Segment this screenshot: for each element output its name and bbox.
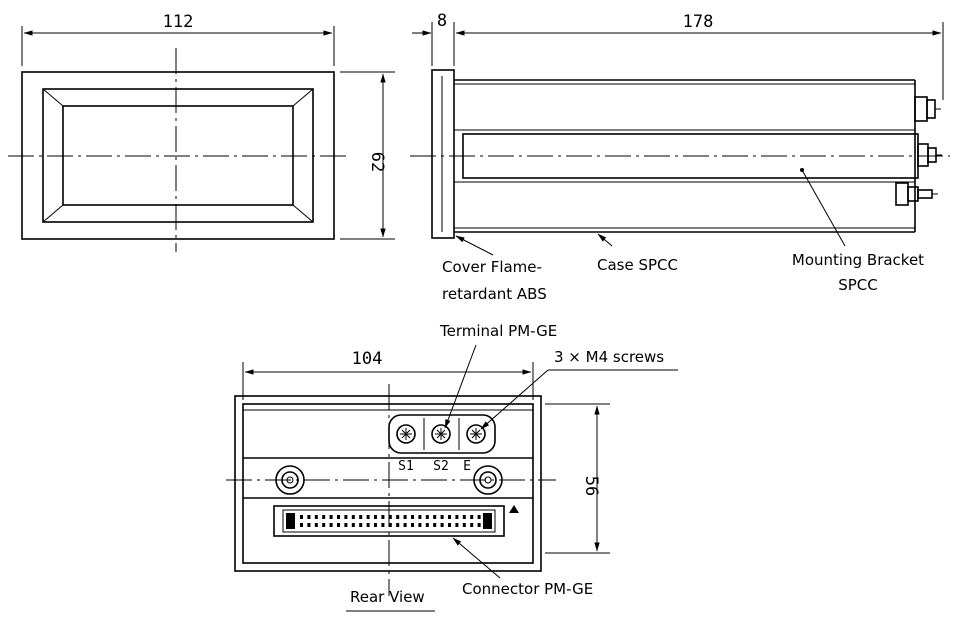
connector-latch-right xyxy=(483,513,492,529)
connector-label: Connector PM-GE xyxy=(462,580,593,598)
dimension-rear-height-label: 56 xyxy=(581,476,601,496)
connector-pin xyxy=(403,523,407,527)
connector-pin xyxy=(440,523,444,527)
rear-view-callouts: Terminal PM-GE 3 × M4 screws Connector P… xyxy=(346,322,678,612)
connector-latch-left xyxy=(286,513,295,529)
connector-pin xyxy=(470,523,474,527)
connector-pin xyxy=(470,515,474,519)
front-view xyxy=(8,48,350,252)
rear-terminal-studs xyxy=(895,96,942,206)
terminal-screw-s2 xyxy=(431,424,451,444)
side-cover xyxy=(431,69,455,239)
cover-label-line2: retardant ABS xyxy=(442,285,547,303)
rear-inner-frame xyxy=(242,403,534,564)
connector-pin xyxy=(433,523,437,527)
connector-pin xyxy=(388,515,392,519)
dimension-front-width: 112 xyxy=(21,12,335,66)
connector-pin xyxy=(381,523,385,527)
connector-pin xyxy=(381,515,385,519)
connector-pin xyxy=(322,523,326,527)
connector-pin xyxy=(418,515,422,519)
connector-pin xyxy=(418,523,422,527)
connector-pin xyxy=(366,515,370,519)
dimension-front-width-label: 112 xyxy=(163,12,194,32)
connector-pin xyxy=(462,515,466,519)
connector-pin xyxy=(411,515,414,519)
dimension-front-height: 62 xyxy=(340,71,395,240)
connector-pin xyxy=(300,515,303,519)
side-view xyxy=(410,69,950,239)
connector-pin xyxy=(359,515,363,519)
pin1-marker-icon xyxy=(509,505,519,513)
case-label: Case SPCC xyxy=(597,256,678,274)
connector-pin xyxy=(307,523,311,527)
connector-pin xyxy=(322,515,326,519)
dimension-rear-width: 104 xyxy=(242,349,534,400)
connector-pin xyxy=(477,515,481,519)
dimension-front-height-label: 62 xyxy=(367,152,387,172)
terminal-label-e: E xyxy=(463,459,471,474)
connector-pin xyxy=(403,515,407,519)
connector-pin xyxy=(448,515,451,519)
connector-pin xyxy=(351,515,355,519)
connector-pin xyxy=(300,523,303,527)
connector-pin xyxy=(374,523,377,527)
terminal-screw-s1 xyxy=(396,424,416,444)
screws-label: 3 × M4 screws xyxy=(554,348,664,366)
connector-pin xyxy=(351,523,355,527)
terminal-screw-e xyxy=(466,424,486,444)
connector-pin xyxy=(337,515,340,519)
rear-view: S1 S2 E xyxy=(226,384,556,596)
connector-pin xyxy=(425,523,429,527)
connector-pin xyxy=(329,515,333,519)
connector-pin xyxy=(344,523,348,527)
connector-pin xyxy=(425,515,429,519)
connector-pin xyxy=(448,523,451,527)
connector-pin xyxy=(477,523,481,527)
dimension-case-depth-label: 178 xyxy=(683,12,714,32)
connector-pin xyxy=(455,523,459,527)
dimension-rear-height: 56 xyxy=(545,403,610,554)
connector-pin xyxy=(388,523,392,527)
connector-pin xyxy=(396,523,400,527)
connector-pin xyxy=(396,515,400,519)
connector-pin xyxy=(314,523,318,527)
rear-outer-frame xyxy=(234,395,542,572)
connector-pins xyxy=(300,515,481,527)
terminal-label-s1: S1 xyxy=(398,459,414,474)
dimension-cover-thickness-label: 8 xyxy=(437,11,447,31)
connector-pin xyxy=(314,515,318,519)
bracket-label-line2: SPCC xyxy=(838,276,878,294)
connector-pin xyxy=(366,523,370,527)
connector-pin xyxy=(440,515,444,519)
connector-pin xyxy=(455,515,459,519)
connector-pin xyxy=(411,523,414,527)
terminal-label: Terminal PM-GE xyxy=(439,322,557,340)
terminal-label-s2: S2 xyxy=(433,459,449,474)
side-view-callouts: Cover Flame- retardant ABS Case SPCC Mou… xyxy=(442,168,924,303)
dimension-rear-width-label: 104 xyxy=(352,349,383,369)
bracket-label-line1: Mounting Bracket xyxy=(792,251,924,269)
connector-pin xyxy=(344,515,348,519)
connector-pin xyxy=(433,515,437,519)
connector-pin xyxy=(307,515,311,519)
rear-view-title: Rear View xyxy=(350,588,425,606)
connector-pin xyxy=(374,515,377,519)
connector-pin xyxy=(337,523,340,527)
connector-pin xyxy=(329,523,333,527)
dimension-side-depth: 8 178 xyxy=(412,11,944,100)
connector-pin xyxy=(359,523,363,527)
connector-pin xyxy=(462,523,466,527)
cover-label-line1: Cover Flame- xyxy=(442,258,542,276)
